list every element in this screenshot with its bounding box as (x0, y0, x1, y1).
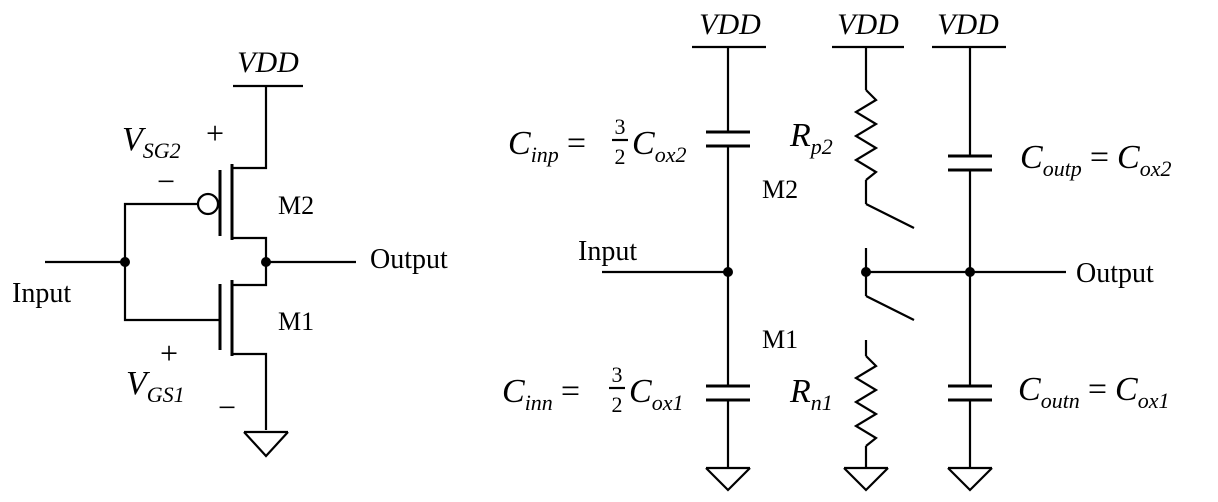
vgs1-plus: + (160, 335, 178, 371)
cinp-frac-num: 3 (615, 114, 626, 139)
m1-source-wire (232, 352, 268, 430)
cmos-inverter-schematic: VDD Input Output M2 M1 VSG2 + − + VGS1 (12, 46, 448, 458)
drain-wire (232, 236, 268, 287)
ground-symbol-1 (705, 467, 751, 492)
vsg2-plus: + (206, 115, 224, 151)
rp2-label: Rp2 (789, 117, 833, 159)
m2-source-wire (232, 86, 268, 170)
cinp-equation: Cinp= 3 2 Cox2 (508, 114, 686, 169)
input-junction-right (723, 267, 733, 277)
coutp-equation: Coutp=Cox2 (1020, 139, 1171, 181)
switch-junction (861, 267, 871, 277)
output-junction-right (965, 267, 975, 277)
output-junction-left (261, 257, 271, 267)
rp2-resistor (853, 89, 879, 181)
cinn-equation: Cinn= 3 2 Cox1 (502, 362, 683, 417)
ground-symbol-left (243, 431, 289, 458)
cinn-frac-num: 3 (612, 362, 623, 387)
m2-label-left: M2 (278, 191, 314, 220)
cinn-lhs: Cinn= (502, 373, 580, 415)
coutn-equation: Coutn=Cox1 (1018, 371, 1169, 413)
vdd-label-2: VDD (837, 8, 899, 41)
vdd-label-left: VDD (237, 46, 299, 79)
input-label-left: Input (12, 278, 71, 309)
m1-label-left: M1 (278, 307, 314, 336)
vgs1-minus: − (218, 389, 236, 425)
cinn-frac-den: 2 (612, 392, 623, 417)
vdd-label-1: VDD (699, 8, 761, 41)
rn1-resistor (853, 355, 879, 447)
cinp-lhs: Cinp= (508, 125, 586, 167)
input-junction-left (120, 257, 130, 267)
output-label-left: Output (370, 244, 448, 275)
input-label-right: Input (578, 236, 637, 267)
cinp-frac-den: 2 (615, 144, 626, 169)
switch-m2-open (865, 203, 915, 229)
switch-model-schematic: VDD VDD VDD (502, 8, 1171, 492)
vsg2-label: VSG2 (122, 121, 181, 163)
ground-symbol-3 (947, 467, 993, 492)
gate-wires (123, 202, 220, 322)
vsg2-minus: − (157, 163, 175, 199)
m2-label-right: M2 (762, 175, 798, 204)
output-label-right: Output (1076, 258, 1154, 289)
cinp-rhs: Cox2 (632, 125, 686, 167)
cinn-rhs: Cox1 (629, 373, 683, 415)
m2-gate-bubble (196, 192, 220, 216)
vdd-label-3: VDD (937, 8, 999, 41)
m1-label-right: M1 (762, 325, 798, 354)
switch-m1-closed (865, 295, 915, 321)
ground-symbol-2 (843, 467, 889, 492)
rn1-label: Rn1 (789, 373, 833, 415)
vgs1-label: VGS1 (126, 365, 185, 407)
